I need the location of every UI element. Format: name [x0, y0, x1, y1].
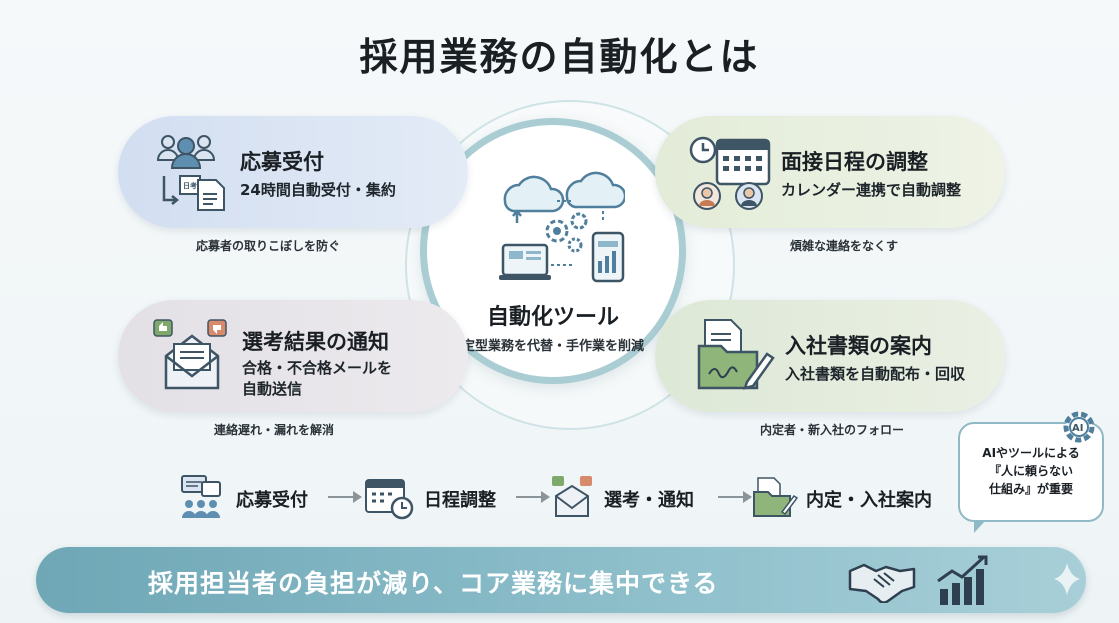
card-onboarding-sub: 入社書類を自動配布・回収	[785, 365, 966, 383]
card-application-note: 応募者の取りこぼしを防ぐ	[196, 239, 341, 253]
cloud-automation-icon	[499, 171, 625, 283]
document-label: 日考	[183, 181, 197, 190]
card-interview-title: 面接日程の調整	[781, 150, 928, 174]
card-result-note: 連絡遅れ・漏れを解消	[214, 423, 335, 437]
center-subtitle: 定型業務を代替・手作業を削減	[461, 339, 644, 354]
flow-step-application: 応募受付	[178, 470, 338, 520]
handshake-icon	[848, 563, 916, 603]
flow-label-schedule: 日程調整	[424, 490, 496, 511]
summary-banner: 採用担当者の負担が減り、コア業務に集中できる	[36, 547, 1086, 613]
flow-label-notify: 選考・通知	[604, 490, 694, 511]
card-onboarding: 入社書類の案内 入社書類を自動配布・回収	[655, 300, 1005, 412]
card-onboarding-note: 内定者・新入社のフォロー	[760, 423, 905, 437]
bubble-line-3: 仕組み』が重要	[988, 482, 1073, 496]
flow-step-schedule: 日程調整	[364, 470, 514, 520]
folder-pen-icon	[753, 477, 798, 517]
card-interview-sub: カレンダー連携で自動調整	[781, 181, 962, 199]
mail-feedback-icon	[153, 319, 227, 390]
banner-text: 採用担当者の負担が減り、コア業務に集中できる	[148, 569, 719, 598]
card-application: 日考 応募受付 24時間自動受付・集約	[118, 116, 468, 228]
bubble-text: AIやツールによる 『人に頼らない 仕組み』が重要	[960, 444, 1102, 498]
calendar-people-icon	[689, 136, 771, 210]
folder-signature-icon	[697, 319, 775, 390]
ai-badge-text: AI	[1072, 423, 1083, 434]
card-result-title: 選考結果の通知	[242, 330, 389, 354]
speech-bubble: AI AIやツールによる 『人に頼らない 仕組み』が重要	[958, 411, 1104, 533]
flow-arrow-3	[718, 491, 752, 503]
calendar-clock-icon	[365, 479, 414, 520]
card-result: 選考結果の通知 合格・不合格メールを 自動送信	[118, 300, 468, 412]
card-interview-note: 煩雑な連絡をなくす	[790, 239, 899, 253]
bubble-line-2: 『人に頼らない	[988, 464, 1073, 478]
flow-arrow-2	[516, 491, 550, 503]
mail-thumbs-icon	[552, 476, 592, 517]
center-title: 自動化ツール	[486, 305, 619, 330]
flow-label-onboarding: 内定・入社案内	[806, 490, 932, 511]
flow-label-application: 応募受付	[236, 490, 308, 511]
growth-chart-icon	[937, 555, 988, 605]
card-application-sub: 24時間自動受付・集約	[240, 181, 396, 199]
card-onboarding-title: 入社書類の案内	[785, 334, 932, 358]
page-title: 採用業務の自動化とは	[359, 35, 760, 79]
bubble-line-1: AIやツールによる	[982, 446, 1080, 460]
flow-step-onboarding: 内定・入社案内	[752, 470, 952, 520]
card-interview: 面接日程の調整 カレンダー連携で自動調整	[655, 116, 1005, 228]
card-application-title: 応募受付	[240, 150, 324, 174]
flow-step-notify: 選考・通知	[550, 470, 720, 520]
applicants-document-icon: 日考	[156, 135, 225, 211]
chat-people-icon	[181, 475, 221, 518]
sparkle-icon	[1054, 563, 1080, 595]
card-result-sub2: 自動送信	[242, 380, 303, 398]
card-result-sub1: 合格・不合格メールを	[242, 359, 393, 377]
flow-arrow-1	[328, 491, 362, 503]
ai-gear-icon: AI	[1063, 411, 1095, 443]
